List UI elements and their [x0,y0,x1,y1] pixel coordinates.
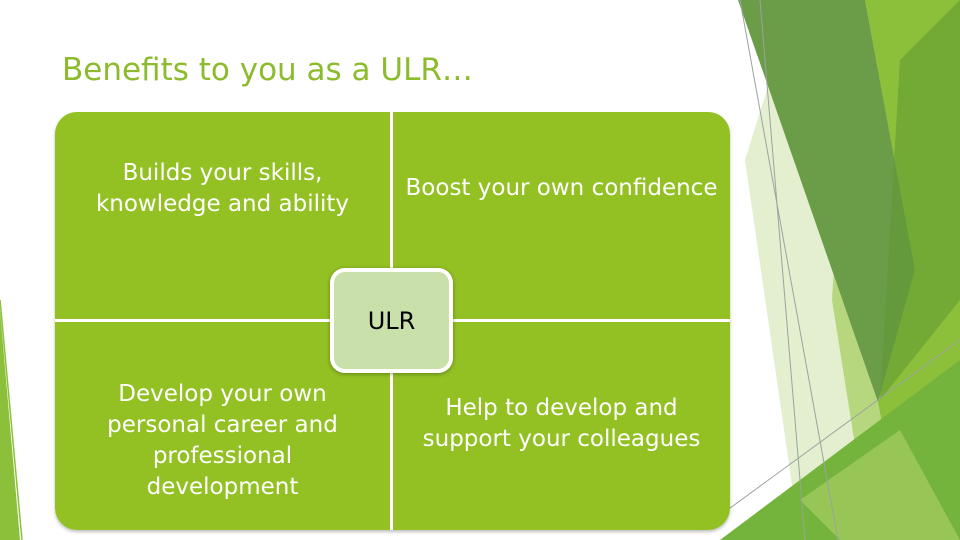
deco-left-wedge [0,310,20,540]
quadrant-bottom-left-label: Develop your own personal career and pro… [107,381,338,500]
deco-line-3 [699,339,960,531]
center-label: ULR [367,306,416,335]
quadrant-top-right-label: Boost your own confidence [405,175,718,201]
matrix-diagram: Builds your skills, knowledge and abilit… [55,112,730,530]
deco-stripe-bottom-light [800,430,960,540]
quadrant-bottom-right-label: Help to develop and support your colleag… [422,395,701,452]
deco-line-2 [759,0,806,540]
slide-title: Benefits to you as a ULR… [62,52,473,88]
quadrant-top-left-label: Builds your skills, knowledge and abilit… [95,159,350,217]
deco-left-line [0,299,23,540]
center-label-box: ULR [330,268,453,373]
deco-stripe-deep [880,0,960,400]
deco-line-1 [739,0,839,540]
deco-stripe-dark [738,0,915,402]
